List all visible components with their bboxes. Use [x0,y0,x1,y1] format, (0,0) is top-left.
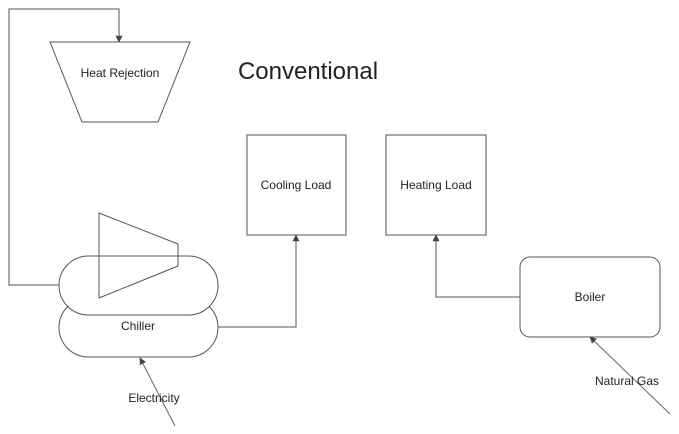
electricity-pointer [139,357,176,427]
electricity-label: Electricity [128,391,179,405]
chiller-to-cooling-load-arrow [218,234,300,328]
heat-rejection-label: Heat Rejection [81,66,160,80]
boiler-label: Boiler [575,290,606,304]
compressor-symbol [98,212,179,299]
natural-gas-pointer [589,336,671,415]
heating-load-label: Heating Load [400,178,471,192]
boiler-to-heating-load-arrow [432,234,520,298]
diagram-title: Conventional [238,58,378,85]
boiler-node: Boiler [519,256,661,338]
cooling-load-label: Cooling Load [261,178,332,192]
cooling-load-node: Cooling Load [246,134,347,236]
heat-rejection-connector [8,8,123,286]
chiller-condenser-shell [58,255,219,316]
natural-gas-label: Natural Gas [595,374,659,388]
heating-load-node: Heating Load [385,134,487,236]
chiller-label: Chiller [121,319,155,333]
chiller-node: Chiller [58,212,219,358]
heat-rejection-node: Heat Rejection [49,41,191,123]
